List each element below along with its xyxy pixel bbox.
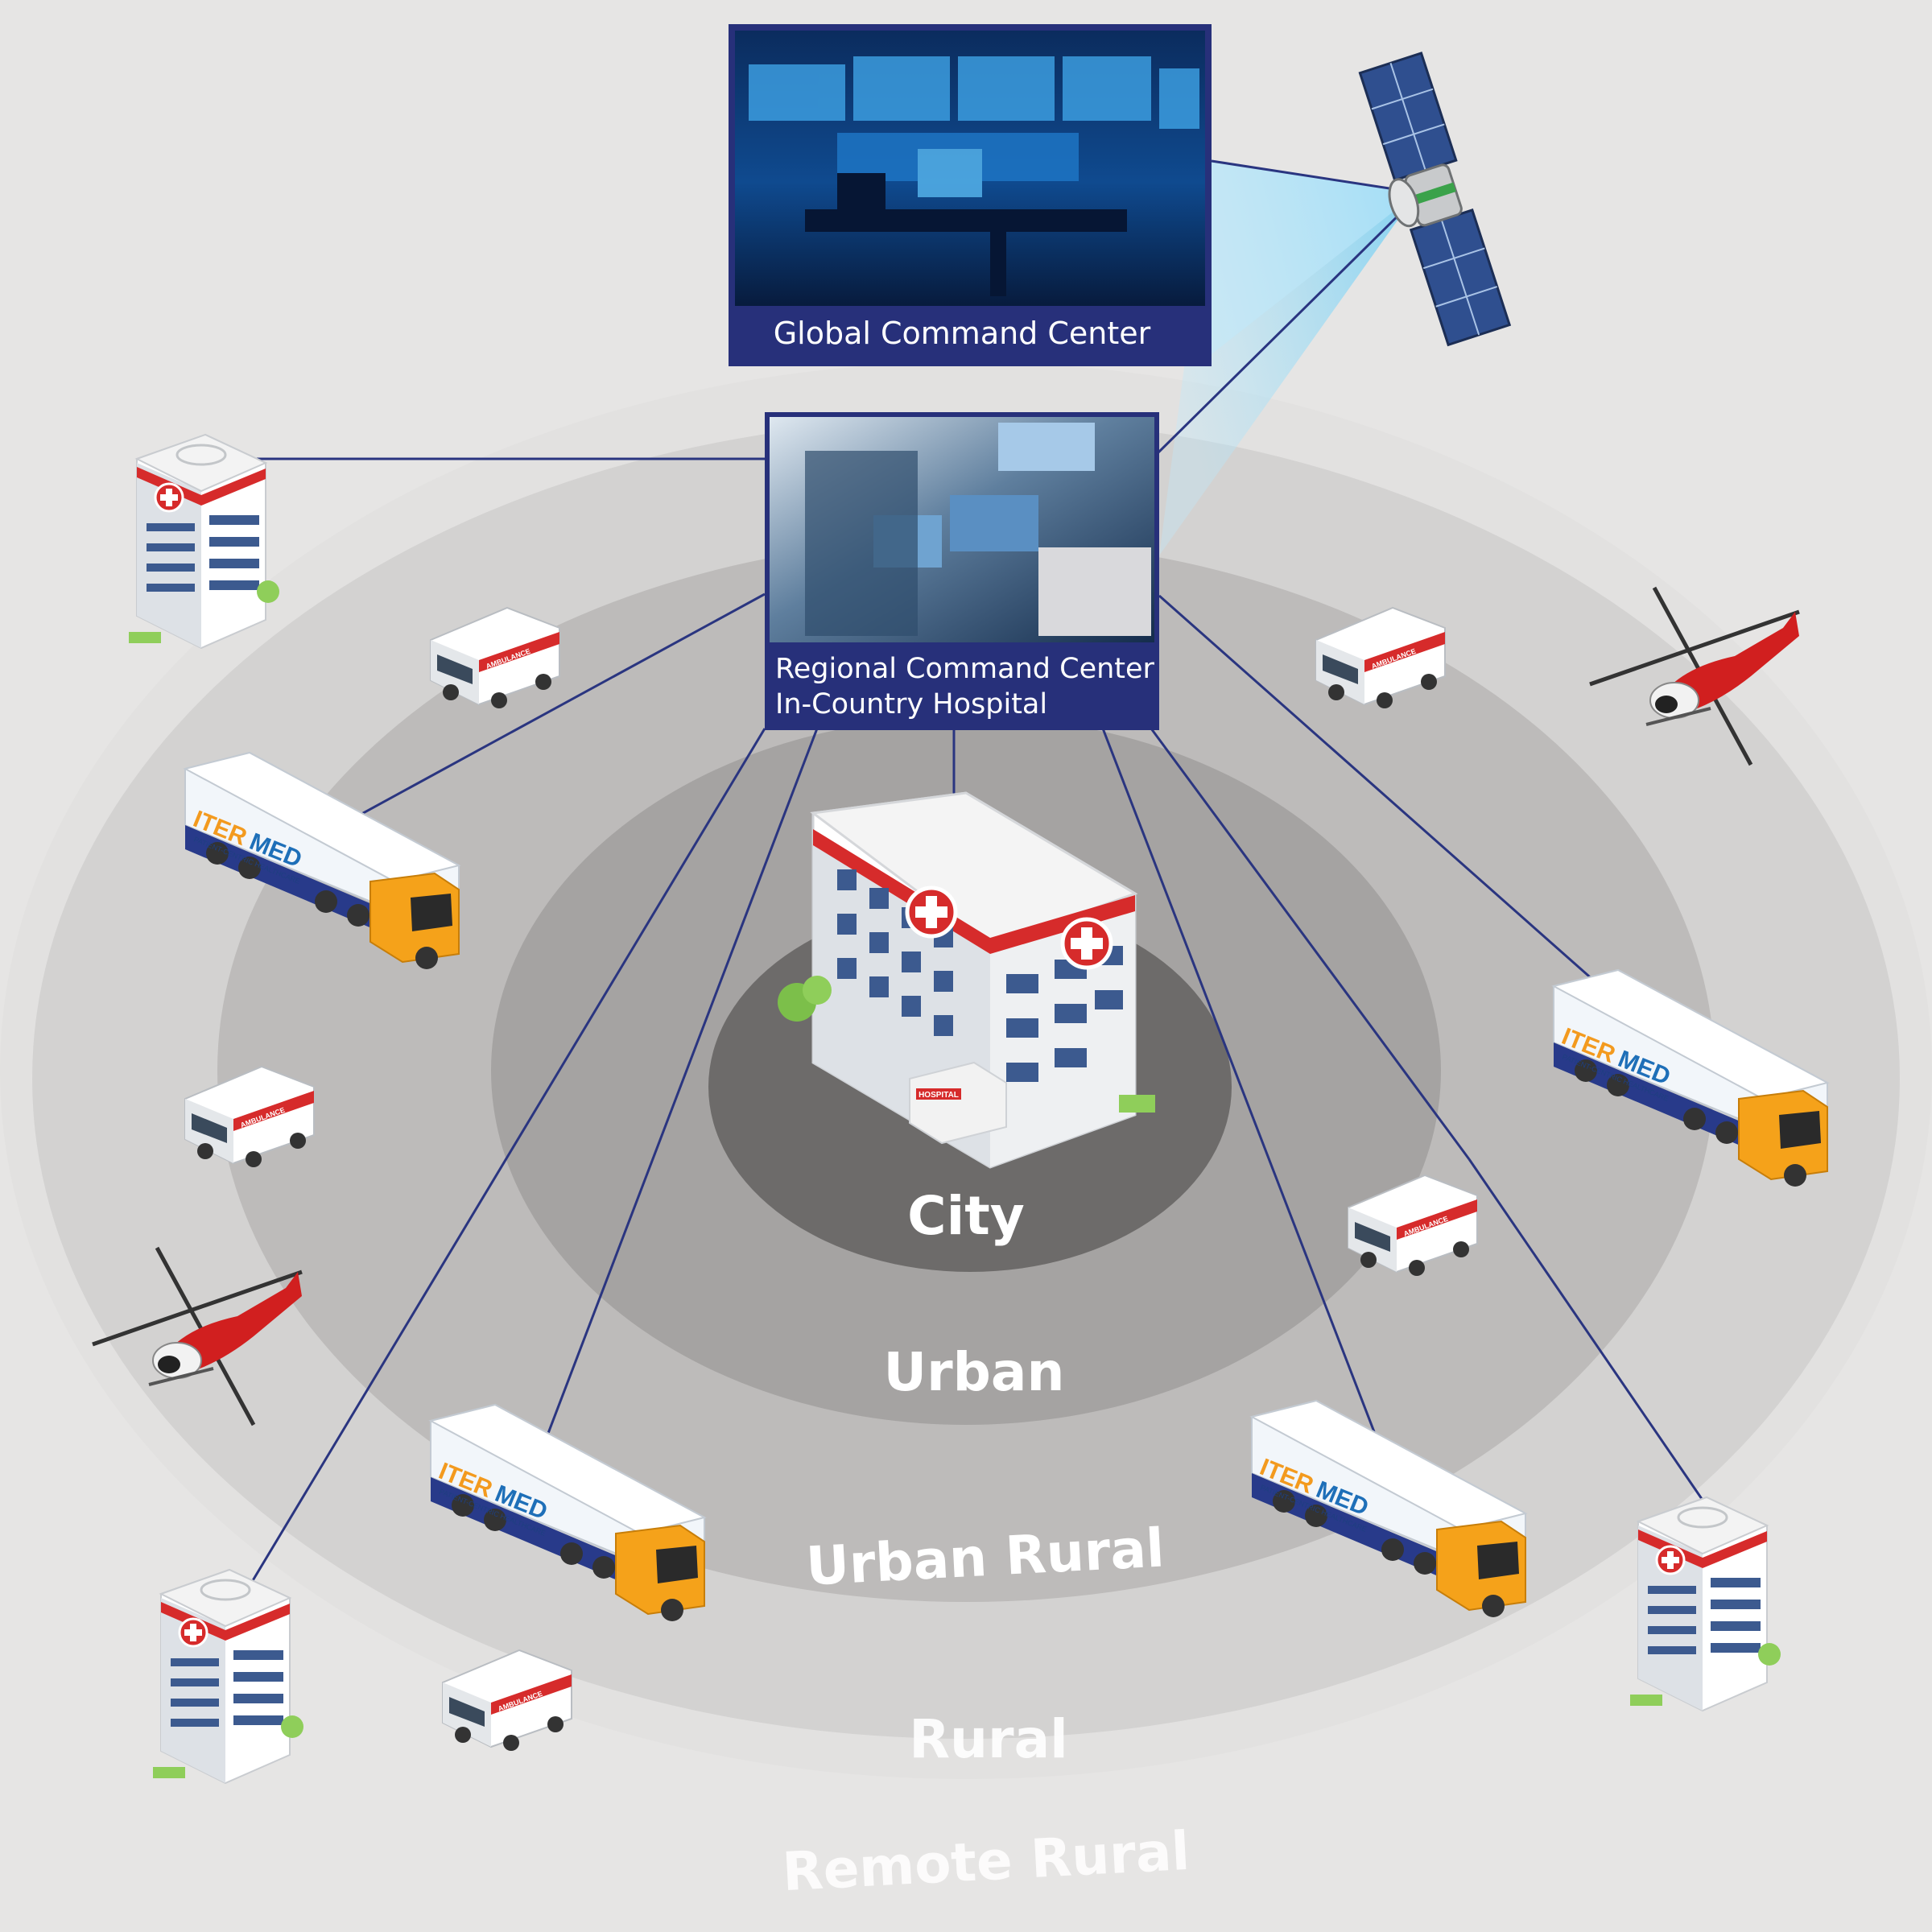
- link-regional-hospital-bottomleft: [238, 728, 766, 1603]
- hospital-icon: [129, 433, 279, 650]
- ambulance-icon: AMBULANCE: [1315, 606, 1446, 708]
- connection-lines: [237, 159, 1712, 1603]
- world-map-screens: [749, 56, 1199, 197]
- regional-command-center-line1: Regional Command Center: [775, 653, 1155, 685]
- zone-label-rural: Rural: [909, 1708, 1068, 1770]
- city-hospital-sign-panel: [916, 1088, 961, 1100]
- global-command-center-title: Global Command Center: [774, 316, 1151, 351]
- truck-icon: ITER MED PATIENT-CENTRIC HEALTHCARE: [1551, 968, 1830, 1187]
- ambulance-icon: AMBULANCE: [442, 1649, 572, 1751]
- global-command-center[interactable]: Global Command Center: [729, 24, 1212, 366]
- truck-icon: ITER MED PATIENT-CENTRIC HEALTHCARE: [1249, 1399, 1528, 1617]
- ambulance-icon: AMBULANCE: [430, 606, 560, 708]
- ambulance-icon: AMBULANCE: [184, 1065, 315, 1167]
- satellite-icon: [1358, 52, 1512, 347]
- helicopter-icon: [92, 1246, 303, 1426]
- link-regional-truck-left: [337, 592, 766, 828]
- zone-label-urban: Urban: [884, 1341, 1065, 1403]
- hospital-icon: [153, 1568, 303, 1785]
- link-regional-hospital-right: [1468, 1158, 1712, 1513]
- link-regional-truck-bottomleft: [535, 728, 819, 1463]
- link-regional-truck-right: [1158, 594, 1645, 1026]
- truck-icon: ITER MED PATIENT-CENTRIC HEALTHCARE: [428, 1403, 707, 1621]
- link-regional-ambulance-right: [1150, 728, 1471, 1160]
- city-hospital-sign: HOSPITAL: [919, 1091, 959, 1100]
- control-desk: [805, 173, 1127, 296]
- zone-label-remote-rural: Remote Rural: [781, 1820, 1191, 1903]
- regional-command-center[interactable]: Regional Command Center In-Country Hospi…: [765, 412, 1159, 730]
- link-regional-truck-bottomright: [1101, 728, 1393, 1476]
- city-hospital-icon: HOSPITAL: [778, 791, 1155, 1169]
- hospital-icon: [1630, 1496, 1781, 1712]
- zone-label-city: City: [907, 1185, 1025, 1247]
- link-global-satellite: [1211, 159, 1422, 195]
- helicopter-icon: [1589, 586, 1800, 766]
- medical-scan-screens: [805, 423, 1151, 636]
- ambulance-icon: AMBULANCE: [1348, 1174, 1478, 1276]
- truck-icon: ITER MED PATIENT-CENTRIC HEALTHCARE: [183, 751, 461, 969]
- regional-command-center-line2: In-Country Hospital: [775, 688, 1047, 720]
